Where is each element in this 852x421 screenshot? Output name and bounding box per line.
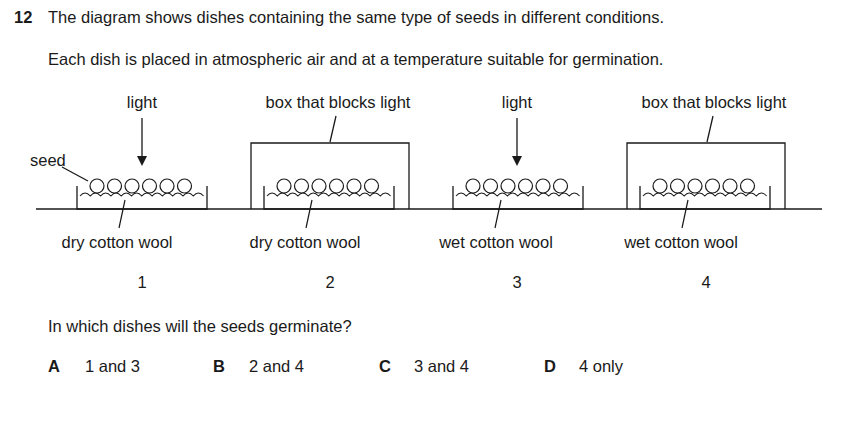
seed-symbol xyxy=(295,179,309,193)
condition-label: wet cotton wool xyxy=(439,233,553,253)
light-arrow xyxy=(141,118,142,158)
seed-symbol xyxy=(178,179,192,193)
seed-symbol xyxy=(723,179,737,193)
box-label: box that blocks light xyxy=(642,93,787,113)
seed-symbol xyxy=(108,179,122,193)
seed-symbol xyxy=(519,179,533,193)
question-text: Each dish is placed in atmospheric air a… xyxy=(48,50,663,70)
question-text: In which dishes will the seeds germinate… xyxy=(48,317,352,337)
seed-symbol xyxy=(347,179,361,193)
condition-label: dry cotton wool xyxy=(62,233,173,253)
seed-symbol xyxy=(330,179,344,193)
seed-symbol xyxy=(501,179,515,193)
seed-symbol xyxy=(536,179,550,193)
seed-symbol xyxy=(312,179,326,193)
seed-symbol xyxy=(277,179,291,193)
leader-line xyxy=(682,200,688,228)
dish-number: 2 xyxy=(325,273,334,293)
option-letter: B xyxy=(213,357,225,377)
condition-label: wet cotton wool xyxy=(624,233,738,253)
condition-label: dry cotton wool xyxy=(250,233,361,253)
option-letter: C xyxy=(379,357,391,377)
seed-symbol xyxy=(554,179,568,193)
light-box xyxy=(251,143,409,209)
seed-symbol xyxy=(160,179,174,193)
seed-symbol xyxy=(653,179,667,193)
option-text: 1 and 3 xyxy=(85,357,140,377)
seed-symbol xyxy=(706,179,720,193)
seed-symbol xyxy=(125,179,139,193)
question-text: The diagram shows dishes containing the … xyxy=(48,8,664,28)
leader-line xyxy=(306,200,312,228)
seed-symbol xyxy=(365,179,379,193)
dish-number: 3 xyxy=(512,273,521,293)
arrow-head xyxy=(512,156,522,166)
seed-symbol xyxy=(671,179,685,193)
light-box xyxy=(627,143,785,209)
light-label: light xyxy=(127,93,157,113)
option-letter: A xyxy=(48,357,60,377)
seed-symbol xyxy=(143,179,157,193)
seed-symbol xyxy=(484,179,498,193)
leader-line xyxy=(62,167,88,181)
option-text: 3 and 4 xyxy=(414,357,469,377)
light-label: light xyxy=(502,93,532,113)
seed-symbol xyxy=(688,179,702,193)
seed-label: seed xyxy=(30,151,66,171)
dish-number: 4 xyxy=(701,273,710,293)
arrow-head xyxy=(137,156,147,166)
seed-symbol xyxy=(466,179,480,193)
option-letter: D xyxy=(544,357,556,377)
box-label: box that blocks light xyxy=(266,93,411,113)
option-text: 2 and 4 xyxy=(249,357,304,377)
leader-line xyxy=(707,116,713,142)
seed-symbol xyxy=(741,179,755,193)
leader-line xyxy=(119,200,125,228)
dish-number: 1 xyxy=(137,273,146,293)
option-text: 4 only xyxy=(579,357,623,377)
leader-line xyxy=(330,116,336,142)
seed-symbol xyxy=(90,179,104,193)
leader-line xyxy=(495,200,501,228)
question-number: 12 xyxy=(14,8,32,28)
light-arrow xyxy=(516,118,517,158)
